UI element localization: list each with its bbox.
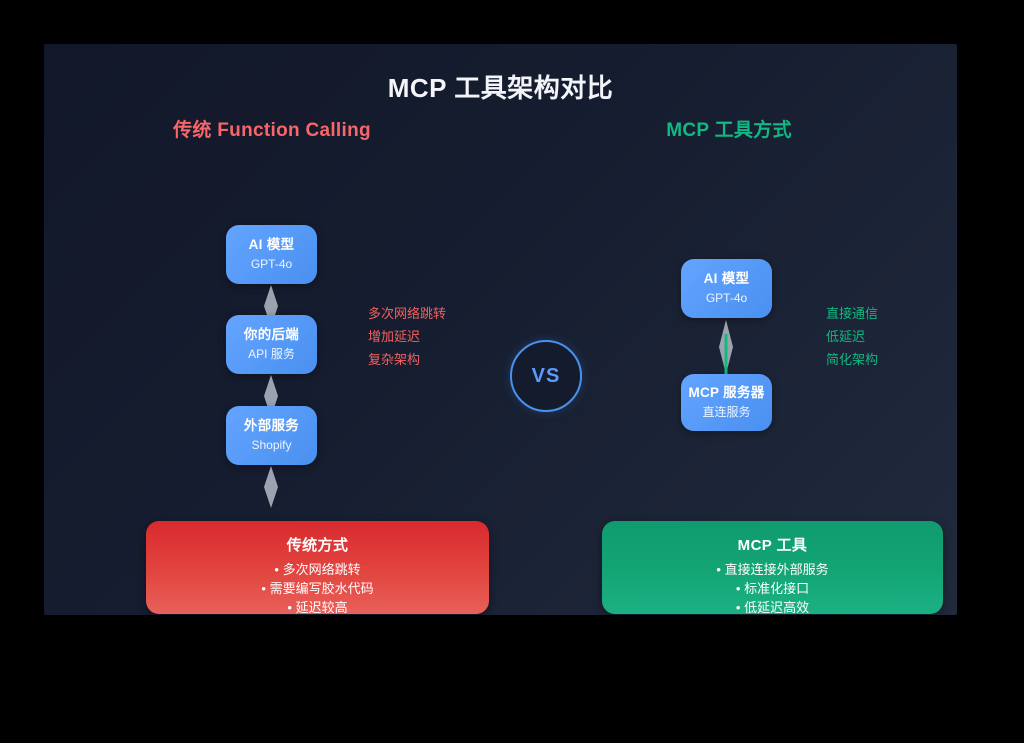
node-title: 外部服务	[243, 417, 300, 433]
left-annotation-item: 复杂架构	[368, 352, 421, 367]
left-flow-node-backend[interactable]: 你的后端 API 服务	[226, 315, 317, 374]
node-subtitle: 直连服务	[702, 404, 751, 419]
bidirectional-arrow-green-icon	[715, 320, 737, 374]
summary-card-mcp: MCP 工具 • 直接连接外部服务 • 标准化接口 • 低延迟高效	[602, 521, 943, 617]
node-subtitle: API 服务	[248, 346, 295, 361]
right-annotation-list: 直接通信 低延迟 简化架构	[826, 302, 878, 371]
left-annotation-list: 多次网络跳转 增加延迟 复杂架构	[368, 302, 446, 371]
node-subtitle: GPT-4o	[705, 290, 748, 305]
summary-title: 传统方式	[286, 537, 349, 554]
versus-badge: VS	[510, 340, 582, 412]
left-flow-node-ai-model[interactable]: AI 模型 GPT-4o	[226, 225, 317, 284]
node-title: AI 模型	[703, 270, 750, 286]
summary-bullet: • 标准化接口	[735, 581, 810, 596]
node-title: MCP 服务器	[688, 384, 765, 400]
versus-label: VS	[531, 364, 561, 387]
left-flow-node-external-service[interactable]: 外部服务 Shopify	[226, 406, 317, 465]
summary-bullet: • 延迟较高	[287, 600, 348, 615]
right-annotation-item: 简化架构	[826, 352, 879, 367]
right-annotation-item: 直接通信	[826, 306, 879, 321]
summary-bullet: • 多次网络跳转	[274, 562, 361, 577]
bidirectional-arrow-icon	[260, 466, 282, 508]
right-flow-node-ai-model[interactable]: AI 模型 GPT-4o	[681, 259, 772, 318]
left-column-heading: 传统 Function Calling	[173, 120, 371, 141]
diagram-panel: MCP 工具架构对比 传统 Function Calling MCP 工具方式 …	[44, 44, 957, 615]
node-subtitle: Shopify	[251, 437, 292, 452]
summary-bullet-list: • 多次网络跳转 • 需要编写胶水代码 • 延迟较高	[146, 560, 489, 617]
node-title: 你的后端	[243, 326, 300, 342]
right-column-heading: MCP 工具方式	[666, 120, 792, 141]
summary-card-traditional: 传统方式 • 多次网络跳转 • 需要编写胶水代码 • 延迟较高	[146, 521, 489, 617]
summary-bullet-list: • 直接连接外部服务 • 标准化接口 • 低延迟高效	[602, 560, 943, 617]
summary-bullet: • 直接连接外部服务	[716, 562, 829, 577]
summary-bullet: • 低延迟高效	[735, 600, 810, 615]
node-title: AI 模型	[248, 236, 295, 252]
left-annotation-item: 增加延迟	[368, 329, 421, 344]
right-annotation-item: 低延迟	[826, 329, 866, 344]
summary-bullet: • 需要编写胶水代码	[261, 581, 374, 596]
left-annotation-item: 多次网络跳转	[368, 306, 447, 321]
summary-title: MCP 工具	[737, 537, 808, 554]
page-title: MCP 工具架构对比	[387, 73, 614, 103]
node-subtitle: GPT-4o	[250, 256, 293, 271]
right-flow-node-mcp-server[interactable]: MCP 服务器 直连服务	[681, 374, 772, 431]
